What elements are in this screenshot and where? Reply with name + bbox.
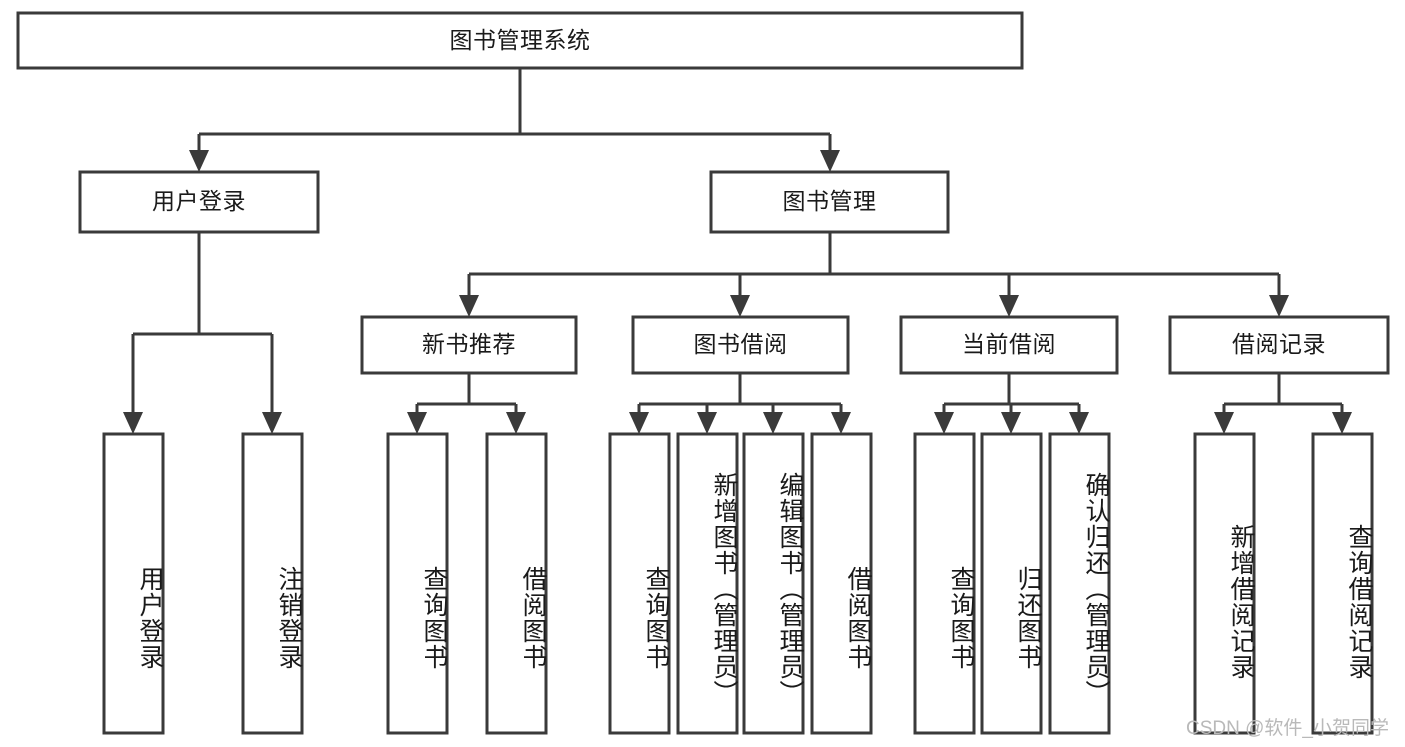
arrow-head-leaf-query-record xyxy=(1332,412,1352,434)
connector-group-borrowbook xyxy=(629,373,851,434)
arrow-head-leaf-logout xyxy=(262,412,282,434)
node-box-leaf-query-book-2[interactable] xyxy=(608,432,671,735)
node-box-leaf-add-book[interactable] xyxy=(676,432,739,735)
arrow-head-leaf-query-book-2 xyxy=(629,412,649,434)
arrow-head-userlogin xyxy=(189,150,209,172)
arrow-head-leaf-return-book xyxy=(1001,412,1021,434)
connector-group-root xyxy=(189,68,840,172)
node-box-leaf-return-book[interactable] xyxy=(980,432,1043,735)
node-box-leaf-confirm-return[interactable] xyxy=(1048,432,1111,735)
arrow-head-leaf-query-book-1 xyxy=(407,412,427,434)
node-box-book-borrow[interactable] xyxy=(631,315,850,375)
connector-group-borrowrecord xyxy=(1214,373,1352,434)
node-box-leaf-add-record[interactable] xyxy=(1193,432,1256,735)
node-box-leaf-query-book-3[interactable] xyxy=(913,432,976,735)
arrow-head-newbook xyxy=(459,295,479,317)
connector-group-newbook xyxy=(407,373,526,434)
arrow-head-leaf-confirm-return xyxy=(1069,412,1089,434)
arrow-head-leaf-edit-book xyxy=(763,412,783,434)
arrow-head-currentborrow xyxy=(999,295,1019,317)
arrow-head-leaf-borrow-book-1 xyxy=(506,412,526,434)
arrow-head-leaf-query-book-3 xyxy=(934,412,954,434)
node-box-user-login[interactable] xyxy=(78,170,320,234)
node-box-new-book-recommend[interactable] xyxy=(360,315,578,375)
node-box-current-borrow[interactable] xyxy=(899,315,1119,375)
node-box-root[interactable] xyxy=(16,11,1024,70)
node-box-leaf-logout[interactable] xyxy=(241,432,304,735)
node-box-book-management[interactable] xyxy=(709,170,950,234)
arrow-head-bookmgmt xyxy=(820,150,840,172)
node-box-borrow-record[interactable] xyxy=(1168,315,1390,375)
node-box-leaf-borrow-book-1[interactable] xyxy=(485,432,548,735)
node-box-leaf-query-record[interactable] xyxy=(1311,432,1374,735)
arrow-head-borrowbook xyxy=(730,295,750,317)
connector-group-currentborrow xyxy=(934,373,1089,434)
connector-group-userlogin xyxy=(123,232,282,434)
node-box-leaf-user-login[interactable] xyxy=(102,432,165,735)
node-box-leaf-query-book-1[interactable] xyxy=(386,432,449,735)
connector-group-bookmgmt xyxy=(459,232,1289,317)
arrow-head-leaf-add-record xyxy=(1214,412,1234,434)
node-box-leaf-borrow-book-2[interactable] xyxy=(810,432,873,735)
arrow-head-borrowrecord xyxy=(1269,295,1289,317)
arrow-head-leaf-borrow-book-2 xyxy=(831,412,851,434)
node-box-leaf-edit-book[interactable] xyxy=(742,432,805,735)
arrow-head-leaf-user-login xyxy=(123,412,143,434)
arrow-head-leaf-add-book xyxy=(697,412,717,434)
